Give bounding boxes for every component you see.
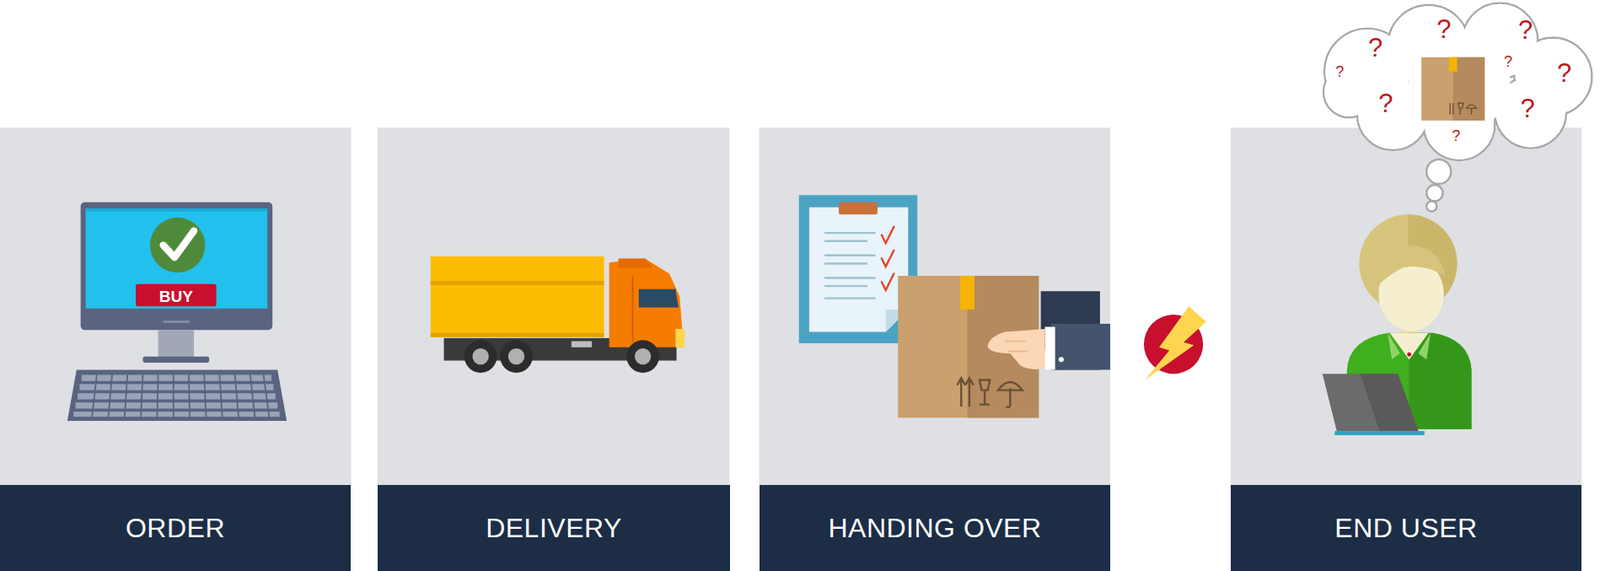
- question-mark: ?: [1557, 59, 1572, 86]
- panel-band: HANDING OVER: [759, 484, 1111, 571]
- question-mark: ?: [1436, 15, 1451, 42]
- question-mark: ?: [1335, 64, 1344, 80]
- panel-title: DELIVERY: [485, 512, 623, 544]
- panel-title: ORDER: [125, 512, 226, 544]
- stage-panel: HANDING OVER: [759, 127, 1111, 571]
- question-mark: ?: [1378, 90, 1393, 117]
- panel-ground: [759, 127, 1111, 486]
- panel-title: HANDING OVER: [827, 512, 1042, 544]
- panel-band: END USER: [1230, 484, 1582, 571]
- panel-band: ORDER: [0, 484, 351, 571]
- stage-panel: END USER: [1230, 127, 1582, 571]
- panel-band: DELIVERY: [377, 484, 731, 571]
- question-mark: ?: [1451, 128, 1461, 144]
- person-icon: [1322, 214, 1472, 435]
- panel-title: END USER: [1334, 512, 1477, 544]
- question-mark: ?: [1519, 95, 1535, 122]
- panel-ground: [0, 127, 351, 486]
- question-mark: ?: [1503, 53, 1513, 70]
- question-mark: ?: [1518, 16, 1533, 43]
- truck-icon: [430, 256, 685, 373]
- thought-cloud: [1323, 3, 1592, 212]
- button-text: BUY: [159, 287, 194, 304]
- handover-icon: [799, 194, 1111, 418]
- panel-ground: [377, 127, 731, 486]
- computer-icon: [67, 202, 287, 421]
- stage-panel: ORDER: [0, 127, 351, 571]
- stage-panel: DELIVERY: [377, 127, 731, 571]
- question-mark: ?: [1368, 33, 1383, 60]
- lightning-symbol: [1143, 306, 1207, 380]
- panel-ground: [1230, 127, 1582, 486]
